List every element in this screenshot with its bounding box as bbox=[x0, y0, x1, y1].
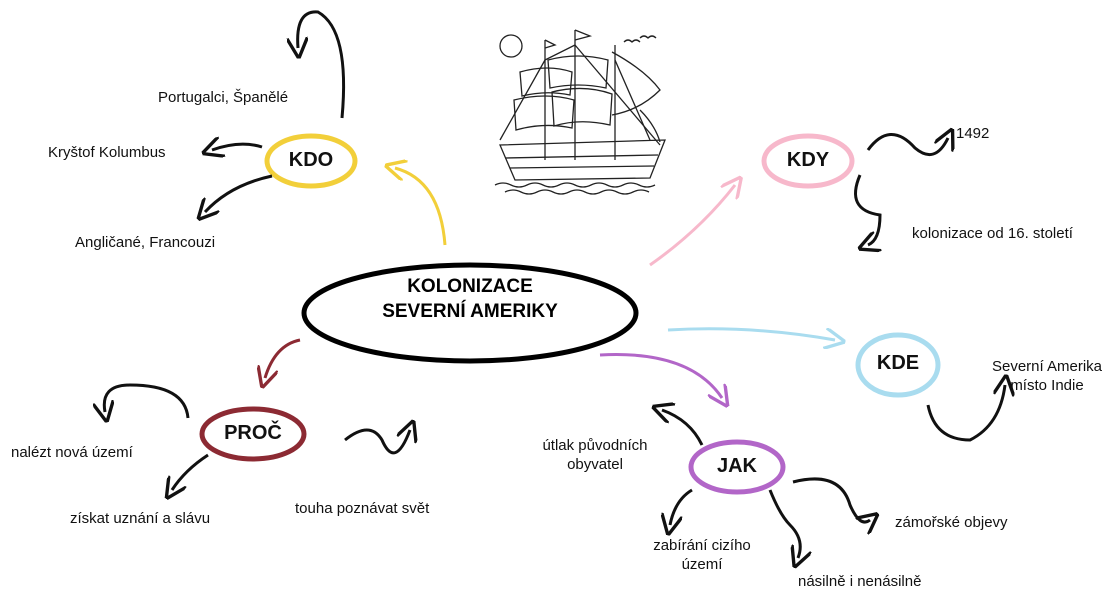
kdo-kolumbus: Kryštof Kolumbus bbox=[48, 144, 166, 161]
arrow-kdy-1492 bbox=[866, 134, 948, 157]
arrow-jak-zamorske bbox=[792, 477, 870, 522]
proc-touha: touha poznávat svět bbox=[295, 500, 430, 517]
jak-utlak-line2: obyvatel bbox=[567, 456, 623, 473]
arrow-kdo-kolumbus bbox=[212, 144, 263, 150]
arrow-kdy-century bbox=[854, 174, 881, 245]
arrow-proc-nalezt bbox=[104, 383, 190, 418]
arrow-to-kdo bbox=[395, 168, 447, 246]
kde-description: Severní Amerika místo Indie bbox=[982, 357, 1112, 395]
jak-zamorske: zámořské objevy bbox=[895, 514, 1008, 531]
jak-zabirani: zabírání cizího území bbox=[637, 536, 767, 574]
jak-label: JAK bbox=[716, 455, 757, 477]
arrow-kde-amerika bbox=[926, 385, 1005, 442]
kde-label: KDE bbox=[876, 352, 920, 374]
arrow-proc-touha bbox=[344, 430, 410, 455]
jak-utlak: útlak původních obyvatel bbox=[530, 436, 660, 474]
kde-ellipse bbox=[855, 332, 941, 398]
jak-ellipse bbox=[688, 439, 786, 495]
arrow-to-proc bbox=[265, 338, 301, 378]
proc-ellipse bbox=[199, 406, 307, 462]
kdo-label: KDO bbox=[288, 149, 334, 171]
kdy-ellipse bbox=[761, 133, 855, 189]
jak-zabirani-line1: zabírání cizího bbox=[653, 537, 751, 554]
jak-utlak-line1: útlak původních bbox=[542, 437, 648, 454]
center-title: KOLONIZACE SEVERNÍ AMERIKY bbox=[305, 274, 635, 324]
arrow-jak-utlak bbox=[662, 410, 704, 446]
kde-line1: Severní Amerika bbox=[991, 358, 1103, 375]
arrow-to-jak bbox=[599, 353, 722, 398]
center-ellipse bbox=[301, 262, 639, 364]
proc-nalezt: nalézt nová území bbox=[11, 444, 133, 461]
kde-line2: místo Indie bbox=[1010, 377, 1084, 394]
arrow-proc-ziskat bbox=[172, 453, 209, 490]
arrow-to-kdy bbox=[649, 185, 735, 267]
kdo-anglicane: Angličané, Francouzi bbox=[75, 234, 216, 251]
sailing-ship-illustration bbox=[494, 29, 666, 195]
arrow-to-kde bbox=[667, 327, 835, 340]
proc-label: PROČ bbox=[224, 422, 282, 444]
arrow-kdo-portugalci bbox=[298, 10, 346, 119]
arrow-jak-nasilne bbox=[768, 489, 800, 558]
jak-nasilne: násilně i nenásilně bbox=[798, 573, 922, 590]
kdo-ellipse bbox=[264, 133, 358, 189]
kdy-year: 1492 bbox=[956, 125, 990, 142]
kdy-label: KDY bbox=[786, 149, 830, 171]
kdo-portugalci: Portugalci, Španělé bbox=[158, 89, 289, 106]
center-title-line1: KOLONIZACE bbox=[407, 276, 533, 297]
arrow-jak-zabirani bbox=[670, 488, 693, 525]
kdy-century: kolonizace od 16. století bbox=[912, 225, 1073, 242]
center-title-line2: SEVERNÍ AMERIKY bbox=[382, 301, 558, 322]
jak-zabirani-line2: území bbox=[681, 556, 723, 573]
arrow-kdo-anglicane bbox=[205, 174, 273, 212]
proc-ziskat: získat uznání a slávu bbox=[70, 510, 211, 527]
